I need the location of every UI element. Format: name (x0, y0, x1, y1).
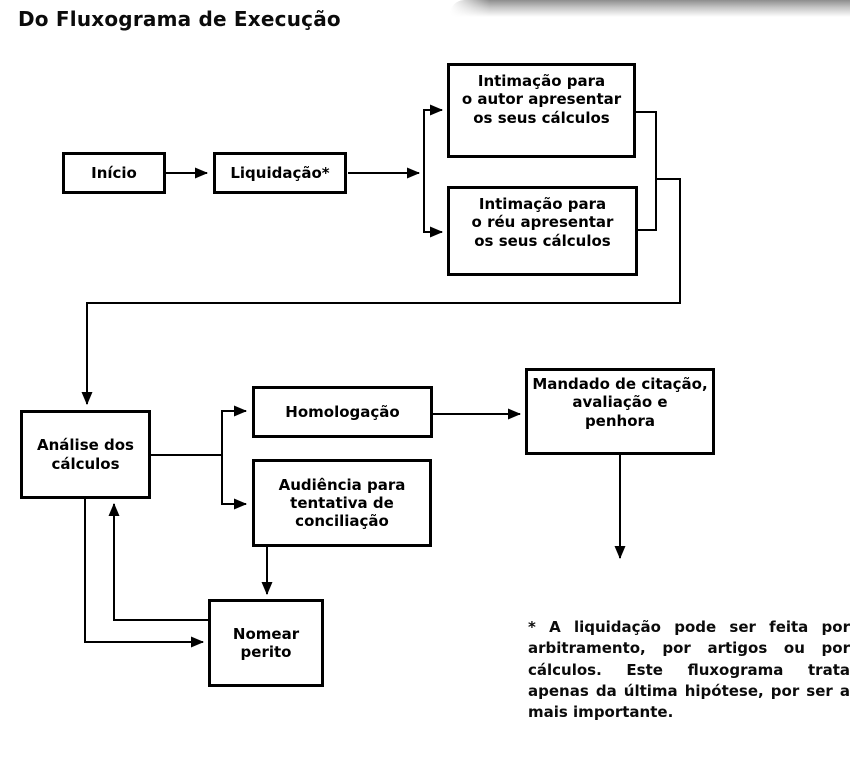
node-liquidacao: Liquidação* (213, 152, 347, 194)
header-gradient-bar (450, 0, 850, 17)
node-analise-calculos-label: Análise dos cálculos (37, 436, 134, 473)
node-inicio: Início (62, 152, 166, 194)
edge-intimacao-analise (81, 178, 681, 405)
node-intimacao-autor-label: Intimação para o autor apresentar os seu… (461, 72, 622, 127)
node-intimacao-autor: Intimação para o autor apresentar os seu… (447, 63, 636, 158)
node-mandado-citacao-label: Mandado de citação, avaliação e penhora (532, 375, 708, 430)
node-analise-calculos: Análise dos cálculos (20, 410, 151, 499)
edge-nomear-analise (108, 503, 208, 621)
node-audiencia-conciliacao: Audiência para tentativa de conciliação (252, 459, 432, 547)
node-nomear-perito-label: Nomear perito (232, 624, 300, 661)
footnote-liquidacao: * A liquidação pode ser feita por arbitr… (528, 618, 850, 722)
edge-intimacao-merge (636, 111, 657, 231)
edge-analise-nomear (84, 497, 204, 648)
node-audiencia-conciliacao-label: Audiência para tentativa de conciliação (278, 475, 406, 531)
node-intimacao-reu: Intimação para o réu apresentar os seus … (447, 186, 638, 276)
node-mandado-citacao: Mandado de citação, avaliação e penhora (525, 368, 715, 455)
node-inicio-label: Início (91, 163, 137, 182)
node-liquidacao-label: Liquidação* (230, 163, 330, 182)
node-homologacao: Homologação (252, 386, 433, 438)
node-intimacao-reu-label: Intimação para o réu apresentar os seus … (471, 195, 614, 250)
node-homologacao-label: Homologação (285, 402, 400, 421)
page-title: Do Fluxograma de Execução (18, 7, 341, 31)
node-nomear-perito: Nomear perito (208, 599, 324, 687)
